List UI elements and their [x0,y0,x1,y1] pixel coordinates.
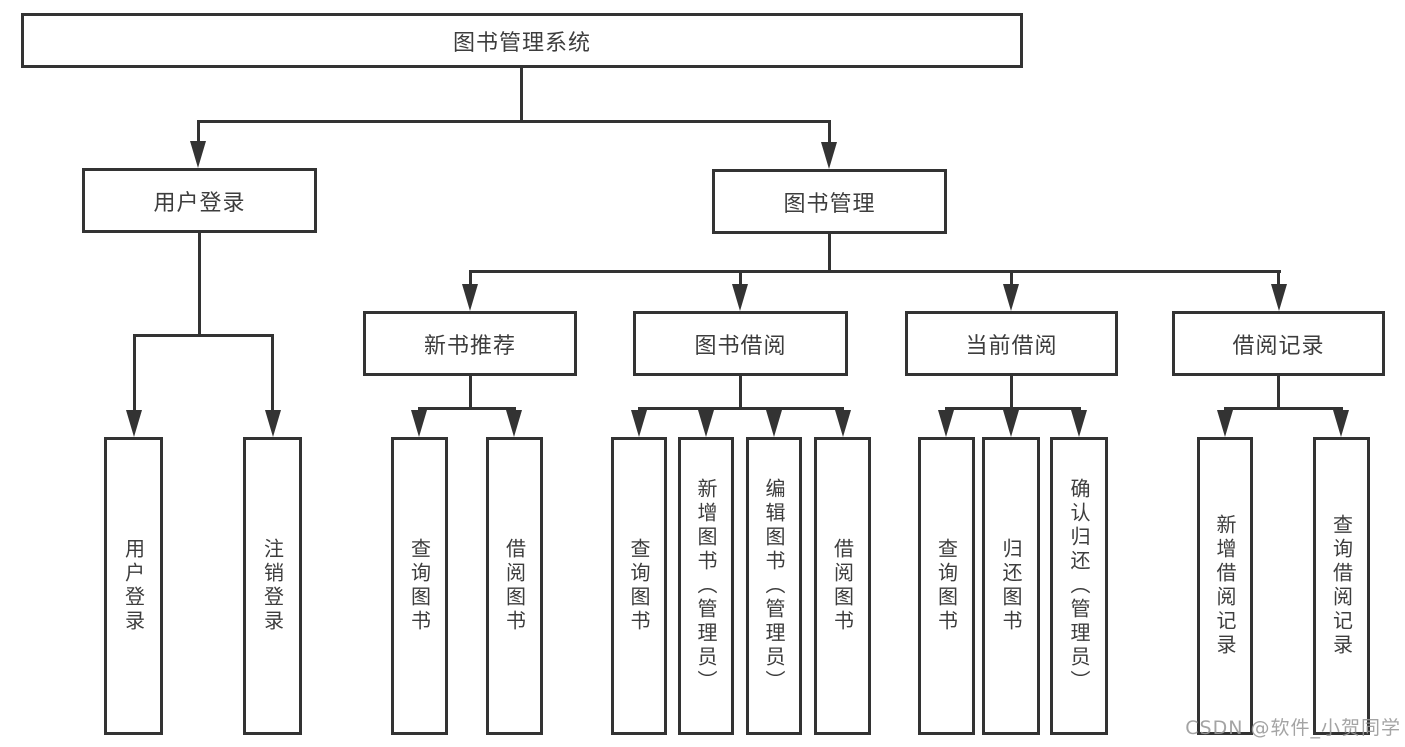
connector-user-login-rail [133,334,274,337]
connector-current-rail [945,407,1081,410]
node-book-mgmt-label: 图书管理 [783,191,876,217]
leaf-rec-borrow-books: 借阅图书 [486,437,543,735]
leaf-logout: 注销登录 [243,437,302,735]
connector-records-stem [1277,270,1280,286]
arrow-down-icon [190,141,206,168]
leaf-cb-confirm-return-label: 确认归还（管理员） [1067,478,1091,694]
leaf-logout-label: 注销登录 [260,538,285,634]
arrow-down-icon [265,410,281,437]
leaf-br-query-record-label: 查询借阅记录 [1329,514,1354,658]
leaf-cb-return-books: 归还图书 [982,437,1040,735]
connector-leaf-stem [271,334,274,414]
arrow-down-icon [126,410,142,437]
connector-level1-rail [197,120,831,123]
node-root: 图书管理系统 [21,13,1023,68]
connector-current-down [1010,376,1013,410]
leaf-rec-query-books: 查询图书 [391,437,448,735]
leaf-rec-borrow-books-label: 借阅图书 [502,538,527,634]
connector-new-rec-down [469,376,472,410]
node-book-borrow: 图书借阅 [633,311,848,376]
leaf-user-login-label: 用户登录 [121,538,146,634]
connector-records-down [1277,376,1280,410]
leaf-bb-query-books: 查询图书 [611,437,667,735]
arrow-down-icon [1217,410,1233,437]
connector-user-login-down [198,233,201,336]
node-user-login: 用户登录 [82,168,317,233]
leaf-br-query-record: 查询借阅记录 [1313,437,1370,735]
leaf-br-add-record: 新增借阅记录 [1197,437,1253,735]
arrow-down-icon [631,410,647,437]
leaf-cb-query-books: 查询图书 [918,437,975,735]
connector-records-rail [1224,407,1343,410]
connector-leaf-stem [133,334,136,414]
leaf-bb-query-books-label: 查询图书 [627,538,651,634]
connector-new-rec-rail [418,407,516,410]
node-root-label: 图书管理系统 [452,30,591,56]
arrow-down-icon [1003,410,1019,437]
leaf-bb-edit-books: 编辑图书（管理员） [746,437,802,735]
arrow-down-icon [411,410,427,437]
leaf-br-add-record-label: 新增借阅记录 [1213,514,1237,658]
arrow-down-icon [1071,410,1087,437]
leaf-bb-borrow-books: 借阅图书 [814,437,871,735]
arrow-down-icon [821,142,837,169]
connector-borrow-stem [739,270,742,286]
node-borrow-records-label: 借阅记录 [1232,333,1325,359]
node-user-login-label: 用户登录 [153,190,246,216]
arrow-down-icon [1271,284,1287,311]
leaf-bb-edit-books-label: 编辑图书（管理员） [762,478,786,694]
connector-borrow-down [739,376,742,410]
arrow-down-icon [698,410,714,437]
leaf-cb-confirm-return: 确认归还（管理员） [1050,437,1108,735]
arrow-down-icon [462,284,478,311]
arrow-down-icon [1003,284,1019,311]
leaf-cb-query-books-label: 查询图书 [934,538,959,634]
connector-book-mgmt-stem [828,120,831,145]
leaf-cb-return-books-label: 归还图书 [999,538,1023,634]
leaf-bb-borrow-books-label: 借阅图书 [830,538,855,634]
arrow-down-icon [766,410,782,437]
node-current-borrow-label: 当前借阅 [965,333,1058,359]
leaf-bb-add-books-label: 新增图书（管理员） [694,478,718,694]
leaf-bb-add-books: 新增图书（管理员） [678,437,734,735]
connector-level2-rail [469,270,1281,273]
connector-current-stem [1010,270,1013,286]
node-current-borrow: 当前借阅 [905,311,1118,376]
connector-root-stem [520,68,523,122]
connector-book-mgmt-down [828,234,831,273]
arrow-down-icon [1333,410,1349,437]
node-book-mgmt: 图书管理 [712,169,947,234]
node-new-book-rec: 新书推荐 [363,311,577,376]
connector-user-login-stem [197,120,200,145]
leaf-rec-query-books-label: 查询图书 [407,538,432,634]
node-borrow-records: 借阅记录 [1172,311,1385,376]
arrow-down-icon [938,410,954,437]
connector-new-rec-stem [469,270,472,286]
leaf-user-login: 用户登录 [104,437,163,735]
connector-borrow-rail [638,407,844,410]
csdn-watermark: CSDN @软件_小贺同学 [1185,717,1401,739]
arrow-down-icon [835,410,851,437]
node-book-borrow-label: 图书借阅 [694,333,787,359]
arrow-down-icon [506,410,522,437]
node-new-book-rec-label: 新书推荐 [423,333,516,359]
arrow-down-icon [732,284,748,311]
